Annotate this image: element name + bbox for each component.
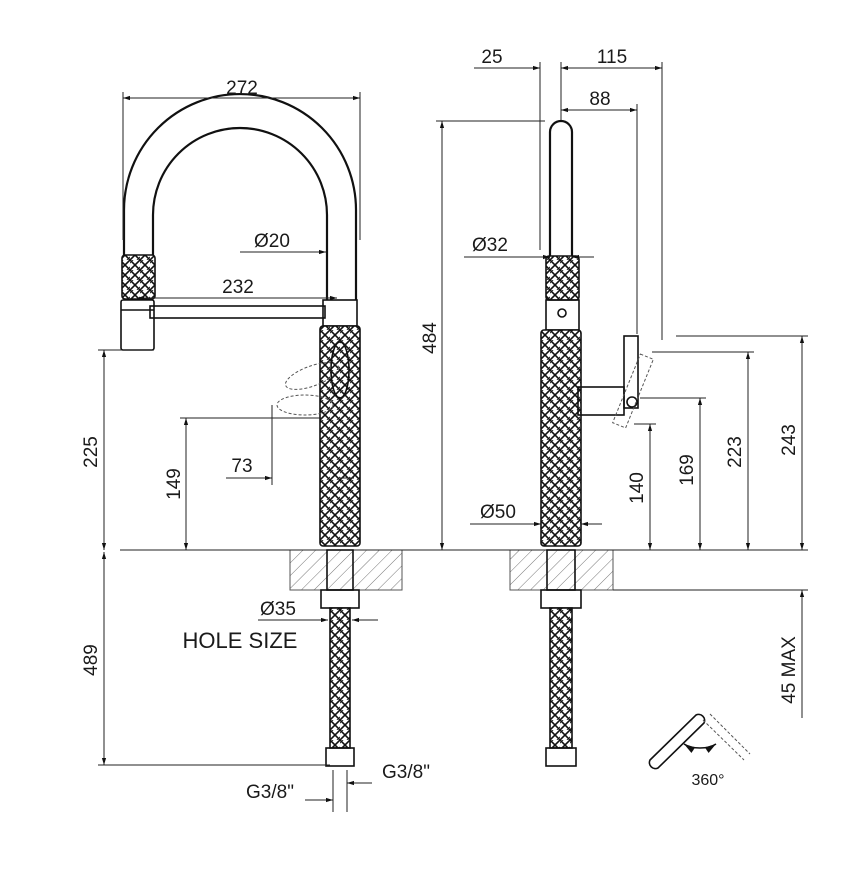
spout-vertical: [548, 119, 574, 258]
side-view: 25 115 88 484 Ø32 Ø50 140 169 223 24: [420, 47, 808, 767]
support-arm: [149, 305, 326, 319]
lever-handle-side: [623, 335, 639, 409]
lever-handle: [330, 341, 350, 399]
dim-169: 169: [677, 454, 698, 486]
lever-ghost-side: [611, 353, 655, 429]
spray-head-body: [120, 299, 155, 351]
rotation-symbol: 360°: [648, 713, 751, 789]
hose-fitting-side: [545, 747, 577, 767]
mount-nut: [320, 589, 360, 609]
dim-total-depth: 115: [597, 47, 627, 68]
rotation-lever-ghost: [702, 719, 745, 761]
dim-lever-length: 73: [231, 456, 252, 477]
spout-arch-outer: [122, 92, 358, 300]
dim-deck-thickness: 45 MAX: [779, 636, 800, 704]
lever-ghost-upper: [284, 362, 340, 390]
faucet-body: [319, 325, 361, 547]
faucet-body-side: [540, 329, 582, 547]
dim-hose-diameter: Ø20: [254, 231, 290, 252]
lever-ghost-lower: [276, 394, 334, 416]
dim-lever-height: 149: [164, 468, 185, 500]
dim-243: 243: [779, 424, 800, 456]
dim-outlet-height: 225: [81, 436, 102, 468]
dim-223: 223: [725, 436, 746, 468]
lever-pivot: [626, 396, 638, 408]
dim-140: 140: [627, 472, 648, 504]
front-view: 272 Ø20 232 225 149 73 Ø35 HOLE SIZE 489: [81, 78, 440, 812]
spray-head-body-side: [545, 299, 580, 331]
lever-housing: [577, 386, 625, 416]
dim-lever-depth: 88: [589, 89, 610, 110]
dim-body-diameter: Ø50: [480, 502, 516, 523]
hose-fitting: [325, 747, 355, 767]
spray-head-grip-side: [545, 255, 580, 301]
dim-under-deck: 489: [81, 644, 102, 676]
mount-nut-side: [540, 589, 582, 609]
rotation-arrow-icon: [683, 743, 717, 754]
spray-button: [557, 308, 567, 318]
arm-collar: [322, 299, 358, 327]
hole-size-label: HOLE SIZE: [183, 628, 298, 653]
spray-head-grip: [121, 254, 156, 300]
dim-connection-right: G3/8": [382, 762, 430, 783]
rotation-label: 360°: [691, 772, 724, 789]
dim-spout-width: 272: [226, 78, 258, 99]
dim-connection-left: G3/8": [246, 782, 294, 803]
rotation-lever-solid: [648, 713, 706, 770]
deck-section: [289, 549, 403, 591]
supply-hose-side: [549, 607, 573, 749]
dim-total-height: 484: [420, 322, 441, 354]
spout-arch-inner: [151, 126, 329, 300]
dim-offset-top: 25: [481, 47, 502, 68]
dim-hole-diameter: Ø35: [260, 599, 296, 620]
deck-section-side: [509, 549, 614, 591]
supply-hose: [329, 607, 351, 749]
dim-spout-diameter: Ø32: [472, 235, 508, 256]
dim-reach: 232: [222, 277, 254, 298]
